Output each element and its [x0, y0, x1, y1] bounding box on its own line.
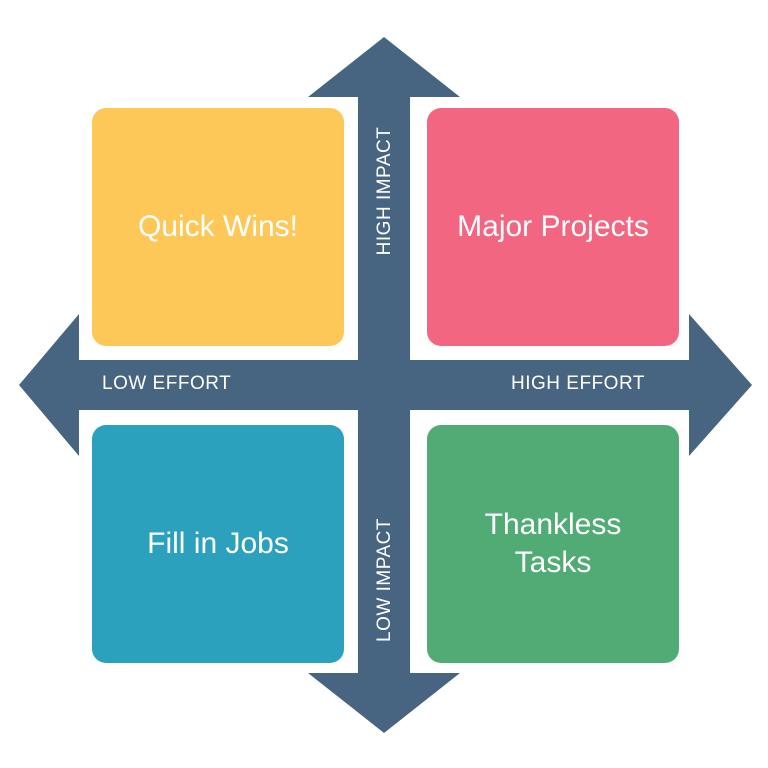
horizontal-axis-arrow [19, 314, 752, 456]
high-effort-label: HIGH EFFORT [511, 373, 645, 394]
quadrant-thankless-tasks-label: Thankless Tasks [484, 508, 622, 579]
quadrant-fill-in-jobs: Fill in Jobs [92, 425, 344, 663]
high-impact-label: HIGH IMPACT [374, 126, 395, 256]
quadrant-major-projects-label: Major Projects [457, 210, 649, 243]
quadrant-quick-wins: Quick Wins! [92, 108, 344, 346]
low-impact-label: LOW IMPACT [374, 518, 395, 642]
quadrant-major-projects: Major Projects [427, 108, 679, 346]
quadrant-thankless-tasks: Thankless Tasks [427, 425, 679, 663]
quadrant-fill-in-jobs-label: Fill in Jobs [147, 527, 289, 560]
quadrant-quick-wins-label: Quick Wins! [137, 210, 299, 243]
low-effort-label: LOW EFFORT [102, 373, 232, 394]
